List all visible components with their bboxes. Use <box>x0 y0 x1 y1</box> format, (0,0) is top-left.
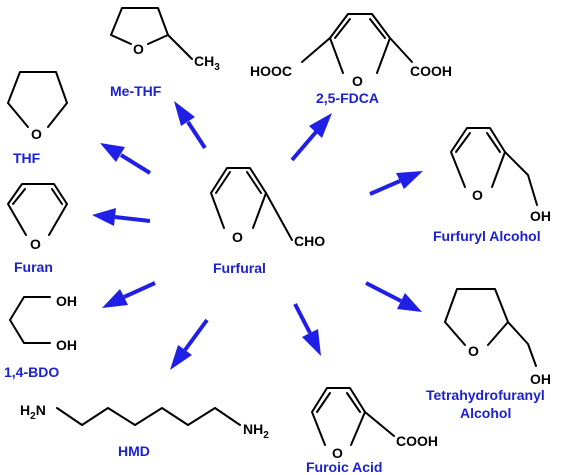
hmd-structure: H2N NH2 HMD <box>20 402 269 459</box>
furfuryl-alcohol-structure: O OH Furfuryl Alcohol <box>433 127 551 244</box>
me-thf-label: Me-THF <box>110 83 162 99</box>
thfa-label-line1: Tetrahydrofuranyl <box>426 387 545 403</box>
bdo-bottom-hydroxyl: OH <box>56 337 77 353</box>
hmd-chain <box>56 407 241 426</box>
furfuryl-alcohol-hydroxyl: OH <box>530 208 551 224</box>
arrow-to-thfa <box>365 281 422 312</box>
furfural-ring <box>210 167 267 229</box>
thf-ring-oxygen: O <box>31 126 42 142</box>
fdca-label: 2,5-FDCA <box>316 90 379 106</box>
reaction-arrows <box>92 101 423 370</box>
fdca-ring <box>329 13 391 74</box>
me-thf-ring <box>110 7 169 45</box>
thfa-ring <box>444 288 509 346</box>
arrow-to-furoic-acid <box>293 303 321 356</box>
arrow-to-furfuryl-alcohol <box>369 171 423 196</box>
arrow-to-fdca <box>290 113 332 162</box>
furfuryl-alcohol-ring <box>450 127 506 188</box>
thf-label: THF <box>13 150 41 166</box>
thfa-ring-oxygen: O <box>468 343 479 359</box>
arrow-to-thf <box>100 143 152 175</box>
furfural-structure: O CHO Furfural <box>210 167 325 276</box>
furan-label: Furan <box>14 259 53 275</box>
fdca-left-carboxyl: HOOC <box>250 63 292 79</box>
thfa-structure: O OH Tetrahydrofuranyl Alcohol <box>426 288 551 421</box>
fdca-right-carboxyl: COOH <box>410 63 452 79</box>
furoic-acid-ring <box>311 387 366 446</box>
fdca-ring-oxygen: O <box>352 73 363 89</box>
bdo-structure: OH OH 1,4-BDO <box>4 293 77 380</box>
furan-ring-oxygen: O <box>30 236 41 252</box>
furfuryl-alcohol-ring-oxygen: O <box>472 187 483 203</box>
thf-ring <box>7 71 68 128</box>
bdo-label: 1,4-BDO <box>4 364 59 380</box>
bdo-top-hydroxyl: OH <box>56 293 77 309</box>
furfural-label: Furfural <box>213 260 266 276</box>
furfural-cho-group: CHO <box>294 233 325 249</box>
fdca-structure: O HOOC COOH 2,5-FDCA <box>250 13 452 106</box>
furfuryl-alcohol-label: Furfuryl Alcohol <box>433 228 541 244</box>
me-thf-methyl-group: CH3 <box>194 53 220 73</box>
bdo-chain <box>9 296 51 344</box>
thfa-hydroxyl: OH <box>530 371 551 387</box>
furoic-acid-label: Furoic Acid <box>306 459 383 475</box>
thfa-label-line2: Alcohol <box>460 405 511 421</box>
furoic-acid-carboxyl: COOH <box>396 433 438 449</box>
me-thf-structure: O CH3 Me-THF <box>110 7 220 99</box>
hmd-label: HMD <box>118 443 150 459</box>
arrow-to-me-thf <box>174 101 207 150</box>
hmd-right-amine: NH2 <box>243 421 269 441</box>
arrow-to-bdo <box>102 281 156 308</box>
hmd-left-amine: H2N <box>20 402 46 422</box>
furan-structure: O Furan <box>7 183 68 275</box>
arrow-to-furan <box>92 208 151 226</box>
furan-ring <box>7 183 68 236</box>
me-thf-ring-oxygen: O <box>133 41 144 57</box>
furfural-ring-oxygen: O <box>232 229 243 245</box>
thf-structure: O THF <box>7 71 68 166</box>
furoic-acid-structure: O COOH Furoic Acid <box>306 387 438 475</box>
furoic-acid-ring-oxygen: O <box>332 445 343 461</box>
arrow-to-hmd <box>170 318 209 370</box>
